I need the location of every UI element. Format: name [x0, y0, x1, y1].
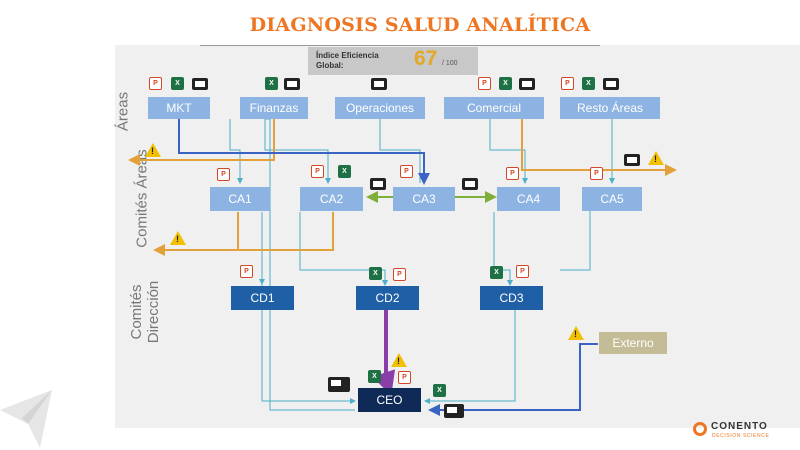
dashboard-icon — [192, 78, 208, 90]
powerpoint-icon: P — [398, 371, 411, 384]
cd-box: CD3 — [480, 286, 543, 310]
area-box: Finanzas — [240, 97, 308, 119]
dashboard-icon — [370, 178, 386, 190]
efficiency-denominator: / 100 — [442, 60, 458, 67]
logo-name: CONENTO — [711, 421, 768, 432]
warning-icon: ! — [170, 231, 186, 245]
warning-icon: ! — [648, 151, 664, 165]
externo-box: Externo — [599, 332, 667, 354]
powerpoint-icon: P — [400, 165, 413, 178]
area-box: MKT — [148, 97, 210, 119]
dashboard-icon — [624, 154, 640, 166]
powerpoint-icon: P — [516, 265, 529, 278]
excel-icon: X — [338, 165, 351, 178]
cd-box: CD2 — [356, 286, 419, 310]
dashboard-icon — [603, 78, 619, 90]
efficiency-value: 67 — [414, 47, 438, 70]
ca-box: CA5 — [582, 187, 642, 211]
excel-icon: X — [490, 266, 503, 279]
dashboard-icon — [328, 377, 350, 392]
dashboard-icon — [444, 404, 464, 418]
excel-icon: X — [499, 77, 512, 90]
powerpoint-icon: P — [561, 77, 574, 90]
excel-icon: X — [433, 384, 446, 397]
ca-box: CA2 — [300, 187, 363, 211]
area-box: Operaciones — [335, 97, 425, 119]
excel-icon: X — [582, 77, 595, 90]
ca-box: CA1 — [210, 187, 270, 211]
dashboard-icon — [462, 178, 478, 190]
efficiency-label: Índice Eficiencia Global: — [316, 51, 379, 70]
logo-tagline: DECISION SCIENCE — [712, 433, 770, 439]
excel-icon: X — [369, 267, 382, 280]
warning-icon: ! — [145, 143, 161, 157]
powerpoint-icon: P — [217, 168, 230, 181]
powerpoint-icon: P — [478, 77, 491, 90]
excel-icon: X — [265, 77, 278, 90]
ca-box: CA4 — [497, 187, 560, 211]
divider — [200, 45, 600, 46]
page-title: DIAGNOSIS SALUD ANALÍTICA — [249, 14, 591, 36]
efficiency-index: Índice Eficiencia Global: 67 / 100 — [308, 47, 478, 75]
warning-icon: ! — [568, 326, 584, 340]
paper-plane-icon — [0, 390, 52, 448]
powerpoint-icon: P — [393, 268, 406, 281]
excel-icon: X — [171, 77, 184, 90]
cd-box: CD1 — [231, 286, 294, 310]
dashboard-icon — [519, 78, 535, 90]
logo-mark — [693, 422, 707, 436]
excel-icon: X — [368, 370, 381, 383]
powerpoint-icon: P — [311, 165, 324, 178]
area-box: Comercial — [444, 97, 544, 119]
ceo-box: CEO — [358, 388, 421, 412]
powerpoint-icon: P — [506, 167, 519, 180]
area-box: Resto Áreas — [560, 97, 660, 119]
dashboard-icon — [371, 78, 387, 90]
ca-box: CA3 — [393, 187, 455, 211]
powerpoint-icon: P — [590, 167, 603, 180]
powerpoint-icon: P — [240, 265, 253, 278]
warning-icon: ! — [391, 353, 407, 367]
dashboard-icon — [284, 78, 300, 90]
powerpoint-icon: P — [149, 77, 162, 90]
